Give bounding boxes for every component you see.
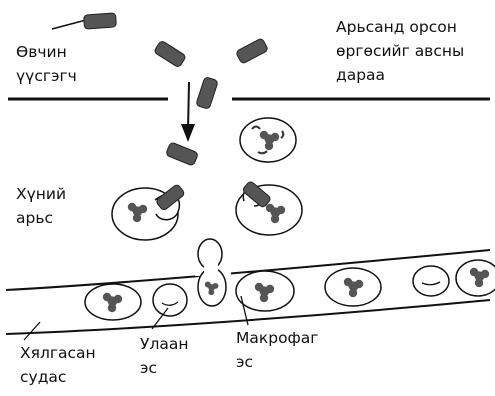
leader-capillary (23, 321, 41, 341)
leader-red-cell (151, 307, 169, 330)
macrophage-engulfing-left (111, 184, 185, 241)
skin-label-line-1: Хүний (16, 185, 67, 203)
red-cell-label: Улаан эс (140, 332, 188, 380)
pathogen-label-line-1: Өвчин (16, 43, 67, 61)
macrophage-in-vessel (84, 283, 142, 321)
pathogen-label: Өвчин үүсгэгч (16, 40, 77, 88)
red-cell-label-line-2: эс (140, 359, 158, 377)
capillary-label-line-1: Хялгасан (20, 344, 96, 362)
after-removal-label: Арьсанд орсон өргөсийг авсны дараа (336, 15, 464, 87)
macrophage-label-line-2: эс (236, 353, 254, 371)
red-blood-cell (412, 265, 450, 297)
after-removal-line-2: өргөсийг авсны (336, 42, 465, 60)
leader-macrophage (240, 295, 249, 326)
after-removal-line-3: дараа (336, 66, 386, 84)
bacterium (196, 77, 218, 109)
macrophage-digesting (239, 117, 297, 163)
macrophage-in-vessel (324, 267, 382, 307)
skin-label-line-2: арьс (16, 209, 53, 227)
bacterium (154, 41, 186, 67)
capillary-bottom-wall (5, 299, 491, 335)
pathogen-label-line-2: үүсгэгч (16, 67, 77, 85)
macrophage-engulfing-right (235, 181, 303, 236)
capillary-label-line-2: судас (20, 368, 67, 386)
macrophage-migrating (197, 238, 227, 307)
entry-arrow (181, 81, 195, 142)
capillary-label: Хялгасан судас (20, 341, 96, 389)
macrophage-label: Макрофаг эс (236, 326, 318, 374)
bacterium (166, 142, 198, 166)
pathogen-label-bacterium (51, 12, 117, 30)
after-removal-line-1: Арьсанд орсон (336, 18, 457, 36)
bacterium (236, 38, 268, 64)
red-blood-cell (152, 283, 188, 317)
macrophage-label-line-1: Макрофаг (236, 329, 319, 347)
skin-label: Хүний арьс (16, 182, 66, 230)
red-cell-label-line-1: Улаан (140, 335, 189, 353)
macrophage-in-vessel (455, 259, 495, 297)
macrophage-in-vessel (235, 270, 295, 312)
